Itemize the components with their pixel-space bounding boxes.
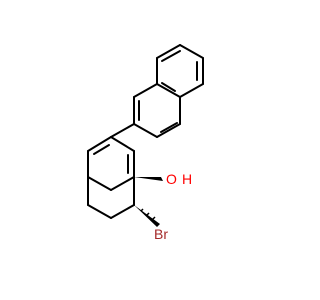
bond-ring-d-3 <box>110 204 135 219</box>
bromine-hash-mark-1 <box>140 208 144 212</box>
bromine-label: Br <box>154 226 168 242</box>
bond-ring-a-4 <box>179 83 204 98</box>
bond-ring-a-inner-1 <box>161 50 181 62</box>
bond-ring-a-inner-3 <box>161 82 176 92</box>
wedge-bond-hydroxyl <box>134 177 163 181</box>
bond-ring-c-1 <box>110 123 135 138</box>
structure-canvas: O H Br <box>87 44 204 242</box>
bond-ring-c-4 <box>87 176 112 191</box>
bond-ring-a-5 <box>156 83 181 98</box>
bond-ring-c-inner-1 <box>93 144 110 155</box>
bond-ring-c-2 <box>87 136 112 152</box>
oxygen-label: O <box>166 171 177 187</box>
stereo-bonds <box>134 177 163 227</box>
hydrogen-label: H <box>182 171 192 187</box>
structure-diagram: O H Br <box>87 44 204 242</box>
bond-ring-a-1 <box>156 44 181 59</box>
skeleton-bonds <box>87 44 204 219</box>
bond-ring-d-2 <box>87 204 112 219</box>
bond-ring-b-1 <box>133 83 158 98</box>
bond-ring-a-2 <box>179 44 204 59</box>
bond-ring-b-4 <box>156 123 181 138</box>
bromine-hash-mark-3 <box>150 216 156 222</box>
bond-ring-c-7 <box>110 136 135 152</box>
bond-ring-b-inner-2 <box>160 122 178 133</box>
bond-ring-b-3 <box>133 123 158 138</box>
bond-ring-c-5 <box>110 176 135 191</box>
bromine-hash-mark-2 <box>145 212 150 217</box>
atom-labels: O H Br <box>154 171 192 242</box>
